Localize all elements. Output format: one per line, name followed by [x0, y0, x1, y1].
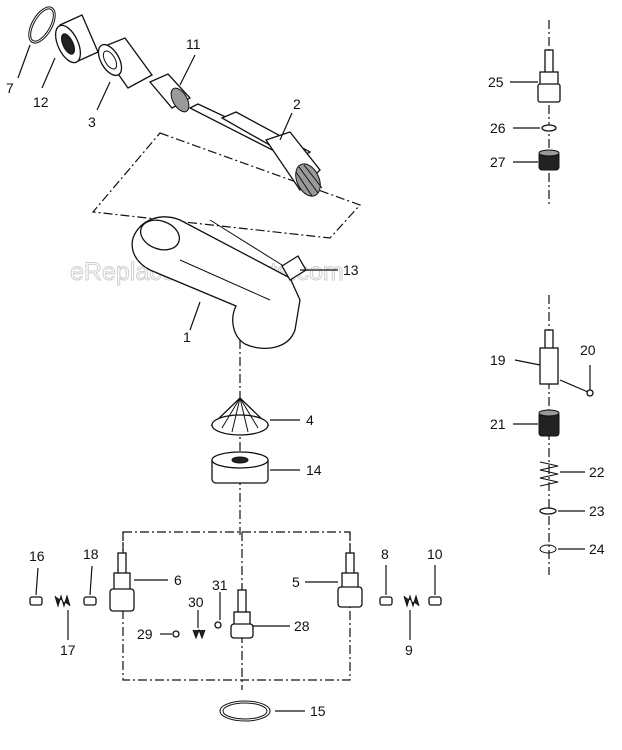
callout-14: 14	[306, 462, 322, 478]
part-14-bearing-shape	[211, 451, 269, 484]
callout-10: 10	[427, 546, 443, 562]
part-20-ball-shape	[586, 389, 594, 397]
callout-30: 30	[188, 594, 204, 610]
callout-19: 19	[490, 352, 506, 368]
callout-21: 21	[490, 416, 506, 432]
callout-20: 20	[580, 342, 596, 358]
callout-7: 7	[6, 80, 14, 96]
part-1-angle-housing-shape	[131, 216, 307, 350]
callout-8: 8	[381, 546, 389, 562]
part-4-bevel-gear-shape	[210, 397, 270, 436]
callout-25: 25	[488, 74, 504, 90]
callout-13: 13	[343, 262, 359, 278]
part-23-washer-shape	[539, 507, 557, 515]
part-21-nut-shape	[538, 409, 560, 437]
callout-16: 16	[29, 548, 45, 564]
part-11-needle-bearing-shape	[148, 73, 192, 113]
part-19-valve-shape	[539, 329, 559, 385]
callout-28: 28	[294, 618, 310, 634]
callout-11: 11	[186, 36, 201, 52]
part-28-valve-stem-shape	[230, 589, 254, 639]
callout-12: 12	[33, 94, 49, 110]
part-12-bearing-shape	[54, 14, 99, 64]
part-24-ring-shape	[539, 544, 557, 554]
callout-labels: 1 2 3 4 5 6 7 8 9 10 11 12 13 14 15 16 1…	[6, 36, 605, 719]
callout-6: 6	[174, 572, 182, 588]
callout-31: 31	[212, 577, 228, 593]
part-6-valve-stem-shape	[109, 552, 135, 612]
callout-24: 24	[589, 541, 605, 557]
callout-5: 5	[292, 574, 300, 590]
callout-22: 22	[589, 464, 605, 480]
part-2-pinion-shaft-shape	[188, 103, 323, 197]
callout-1: 1	[183, 329, 191, 345]
callout-2: 2	[293, 96, 301, 112]
part-27-nut-shape	[538, 149, 560, 171]
callout-9: 9	[405, 642, 413, 658]
callout-17: 17	[60, 642, 76, 658]
part-5-valve-stem-shape	[337, 552, 363, 608]
parts-8-9-10-pin-spring-shapes	[379, 594, 442, 608]
callout-18: 18	[83, 546, 99, 562]
callout-27: 27	[490, 154, 506, 170]
assembly-guide-lines	[91, 20, 550, 690]
callout-29: 29	[137, 626, 153, 642]
part-7-o-ring-shape	[28, 6, 56, 44]
callout-26: 26	[490, 120, 506, 136]
callout-15: 15	[310, 703, 326, 719]
parts-29-30-31-shapes	[172, 621, 222, 640]
part-3-sleeve-shape	[97, 37, 153, 89]
callout-leader-lines	[17, 44, 591, 712]
part-25-valve-shape	[537, 49, 561, 103]
part-26-washer-shape	[541, 124, 557, 132]
part-22-spring-shape	[539, 461, 559, 487]
callout-4: 4	[306, 412, 314, 428]
parts-16-17-18-pin-spring-shapes	[29, 594, 97, 608]
callout-3: 3	[88, 114, 96, 130]
callout-23: 23	[589, 503, 605, 519]
part-15-o-ring-shape	[219, 700, 271, 722]
